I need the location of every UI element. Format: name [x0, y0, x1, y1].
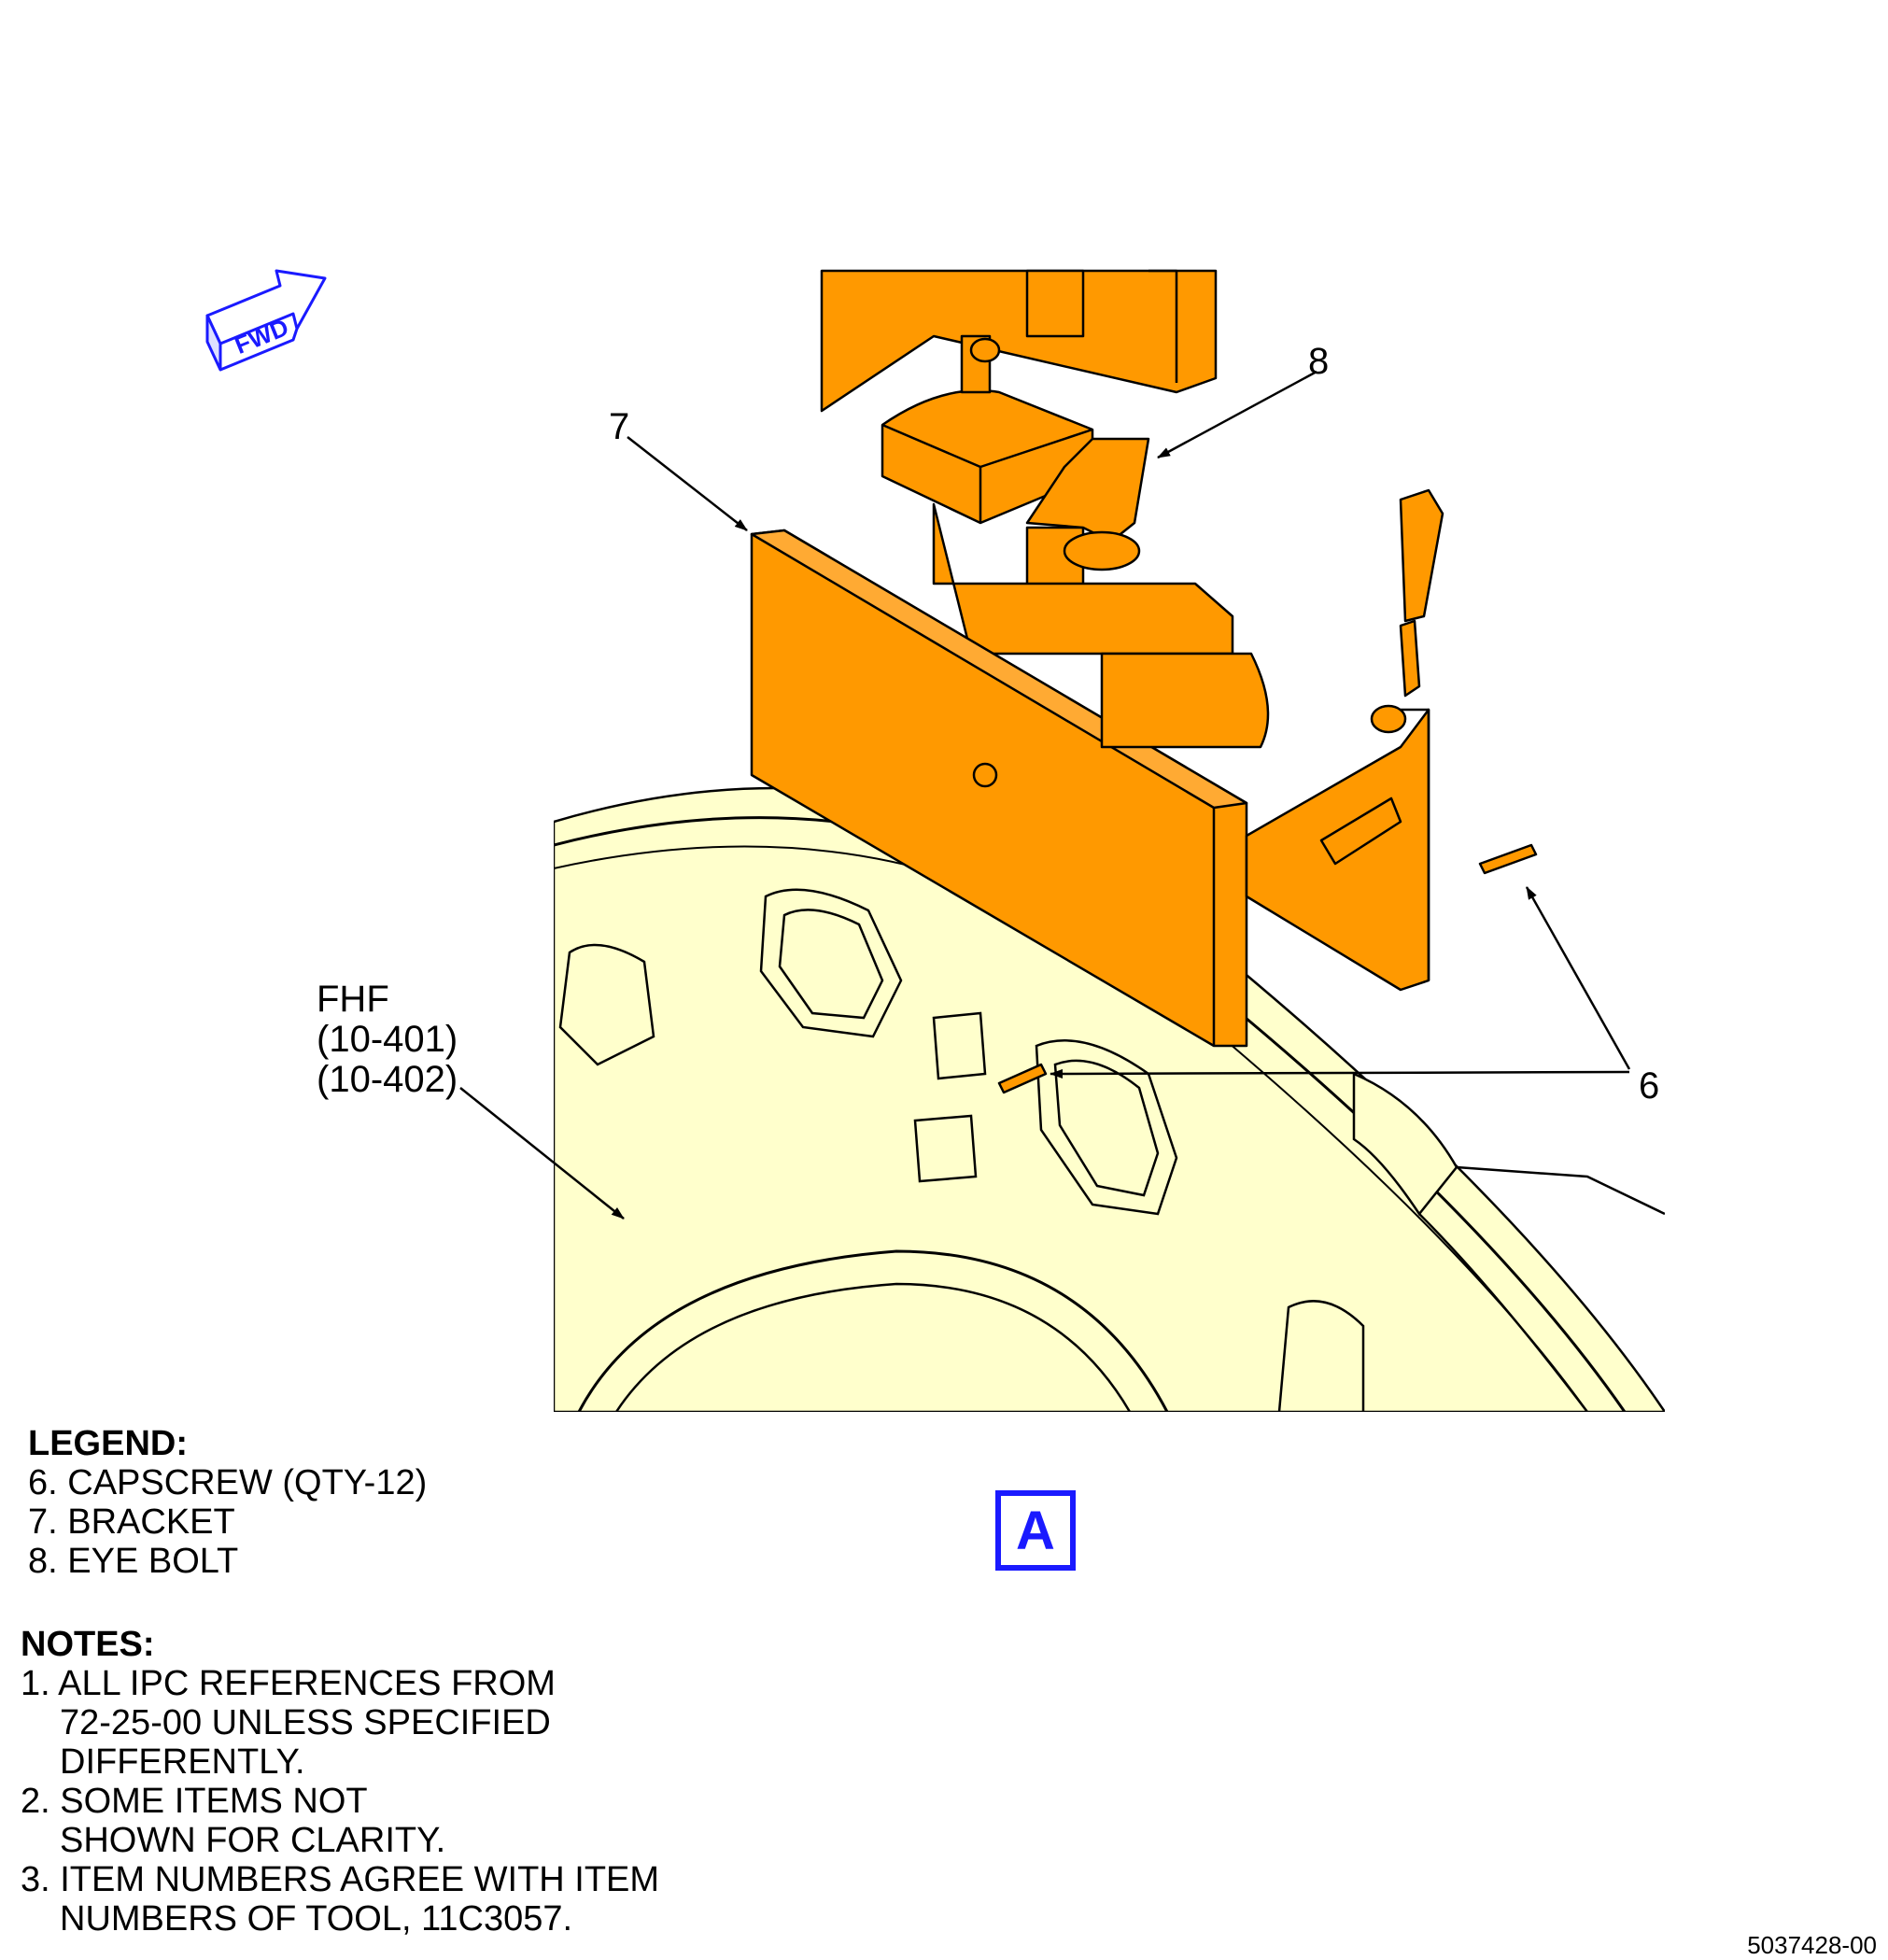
note-line: SHOWN FOR CLARITY. — [60, 1821, 446, 1860]
notes-title: NOTES: — [21, 1625, 155, 1664]
view-label: A — [1016, 1500, 1055, 1561]
figure-number: 5037428-00 — [1747, 1931, 1877, 1959]
leader-lines — [459, 370, 1631, 1220]
note-line: DIFFERENTLY. — [60, 1742, 305, 1782]
legend-title: LEGEND: — [28, 1424, 188, 1463]
note-line: 72-25-00 UNLESS SPECIFIED — [60, 1703, 551, 1742]
legend-item: 8. EYE BOLT — [28, 1542, 239, 1581]
callout-item-6: 6 — [1639, 1065, 1660, 1107]
callout-fhf-ref-1: (10-401) — [317, 1019, 458, 1060]
note-line: 1. ALL IPC REFERENCES FROM — [21, 1664, 556, 1703]
callout-item-7: 7 — [609, 406, 630, 447]
engine-frame — [554, 786, 1665, 1412]
fwd-arrow-icon: FWD — [205, 269, 327, 372]
lifting-tool — [750, 269, 1538, 1094]
legend-item: 7. BRACKET — [28, 1502, 235, 1542]
callout-item-8: 8 — [1308, 341, 1330, 382]
note-line: 3. ITEM NUMBERS AGREE WITH ITEM — [21, 1860, 660, 1899]
view-label-box: A — [995, 1490, 1076, 1571]
note-line: 2. SOME ITEMS NOT — [21, 1782, 368, 1821]
legend-item: 6. CAPSCREW (QTY-12) — [28, 1463, 428, 1502]
callout-fhf-ref-2: (10-402) — [317, 1059, 458, 1100]
callout-fhf: FHF — [317, 979, 389, 1020]
note-line: NUMBERS OF TOOL, 11C3057. — [60, 1899, 573, 1939]
